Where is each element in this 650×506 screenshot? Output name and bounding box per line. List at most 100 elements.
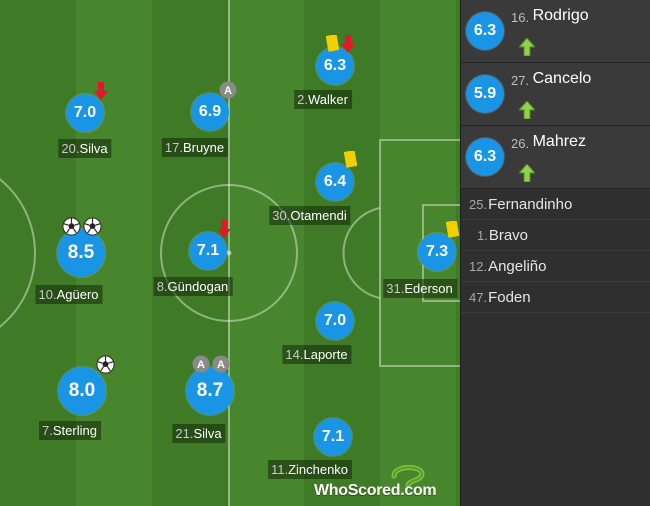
player-name: Silva <box>193 426 222 441</box>
player-rating-badge[interactable]: 8.7 <box>186 367 234 415</box>
player-label: 17.Bruyne <box>161 138 229 157</box>
center-spot <box>226 250 232 256</box>
player-label: 21.Silva <box>172 424 226 443</box>
player-number: 7. <box>42 423 53 438</box>
substitutes-list: 6.3 16.Rodrigo 5.9 27.Cancelo 6.3 26.Mahrez <box>461 0 650 189</box>
red-arrow-down-icon <box>217 220 231 243</box>
substitute-row[interactable]: 6.3 26.Mahrez <box>461 126 650 189</box>
substitute-number: 26. <box>511 136 530 151</box>
substitute-name: Cancelo <box>532 70 592 87</box>
player-label: 20.Silva <box>58 139 112 158</box>
player-label: 10.Agüero <box>35 285 103 304</box>
assist-icon: A <box>212 355 230 378</box>
player-rating-badge[interactable]: 8.0 <box>58 367 106 415</box>
player-label: 30.Otamendi <box>269 206 351 225</box>
substitute-rating-badge[interactable]: 5.9 <box>466 75 504 113</box>
player-label: 7.Sterling <box>39 421 101 440</box>
yellow-card-icon <box>325 34 339 57</box>
left-arc <box>0 178 36 328</box>
bench-row[interactable]: 1.Bravo <box>461 220 650 251</box>
substitute-name: Rodrigo <box>532 7 589 24</box>
player-name: Otamendi <box>290 208 347 223</box>
player-rating-badge[interactable]: 6.3 <box>316 47 354 85</box>
player-number: 21. <box>175 426 194 441</box>
player-name: Laporte <box>303 347 348 362</box>
player-rating-badge[interactable]: 7.3 <box>418 233 456 271</box>
player-rating-badge[interactable]: 6.4 <box>316 163 354 201</box>
bench-row[interactable]: 47.Foden <box>461 282 650 313</box>
bench-name: Angeliño <box>488 257 547 275</box>
player-label: 14.Laporte <box>282 345 352 364</box>
player-number: 8. <box>156 279 168 294</box>
bench-number: 12. <box>469 258 488 274</box>
player-name: Silva <box>79 141 108 156</box>
player-rating-badge[interactable]: 7.0 <box>66 94 104 132</box>
player-rating-badge[interactable]: 8.5 <box>57 229 105 277</box>
green-arrow-up-icon <box>517 100 537 124</box>
red-arrow-down-icon <box>94 82 108 105</box>
substitute-rating-badge[interactable]: 6.3 <box>466 12 504 50</box>
bench-number: 1. <box>477 227 488 243</box>
player-number: 30. <box>272 208 291 223</box>
logo-suffix: .com <box>400 482 437 499</box>
substitute-row[interactable]: 5.9 27.Cancelo <box>461 63 650 126</box>
player-number: 10. <box>38 287 57 302</box>
player-label: 31.Ederson <box>383 279 457 298</box>
player-name: Sterling <box>52 423 97 438</box>
penalty-box <box>379 139 460 367</box>
yellow-card-icon <box>343 150 358 173</box>
logo-text: WhoScored.com <box>314 482 437 500</box>
player-number: 17. <box>164 140 183 155</box>
player-name: Walker <box>307 92 348 107</box>
center-circle <box>160 184 298 322</box>
player-name: Gündogan <box>167 279 229 294</box>
bench-row[interactable]: 25.Fernandinho <box>461 189 650 220</box>
player-label: 11.Zinchenko <box>267 460 353 479</box>
penalty-arc <box>342 207 381 299</box>
svg-text:A: A <box>224 85 232 97</box>
assist-icon: A <box>192 355 210 378</box>
player-name: Bruyne <box>182 140 225 155</box>
red-arrow-down-icon <box>340 35 355 58</box>
player-rating-badge[interactable]: 6.9 <box>191 93 229 131</box>
player-label: 8.Gündogan <box>153 277 233 296</box>
yellow-card-icon <box>445 220 460 243</box>
player-rating-badge[interactable]: 7.0 <box>316 302 354 340</box>
goal-icon <box>83 217 102 241</box>
player-name: Agüero <box>56 287 99 302</box>
substitute-number: 16. <box>511 10 530 25</box>
substitute-name: Mahrez <box>532 133 586 150</box>
player-rating-badge[interactable]: 7.1 <box>189 232 227 270</box>
player-number: 2. <box>297 92 308 107</box>
bench-number: 25. <box>469 196 488 212</box>
player-name: Ederson <box>404 281 453 296</box>
substitute-rating-badge[interactable]: 6.3 <box>466 138 504 176</box>
player-number: 31. <box>386 281 405 296</box>
green-arrow-up-icon <box>517 163 537 187</box>
substitutes-panel: 6.3 16.Rodrigo 5.9 27.Cancelo 6.3 26.Mahrez 2… <box>460 0 650 506</box>
bench-name: Bravo <box>488 226 529 244</box>
bench-name: Fernandinho <box>488 195 573 213</box>
substitute-number: 27. <box>511 73 530 88</box>
player-label: 2.Walker <box>294 90 352 109</box>
player-number: 20. <box>61 141 80 156</box>
goal-icon <box>62 217 81 241</box>
svg-text:A: A <box>197 359 205 371</box>
bench-row[interactable]: 12.Angeliño <box>461 251 650 282</box>
player-number: 11. <box>270 462 289 477</box>
green-arrow-up-icon <box>517 37 537 61</box>
goal-icon <box>96 355 115 379</box>
whoscored-logo: WhoScored.com <box>314 462 454 502</box>
player-rating-badge[interactable]: 7.1 <box>314 418 352 456</box>
svg-text:A: A <box>217 359 225 371</box>
pitch-lines <box>0 0 460 506</box>
bench-name: Foden <box>488 288 531 306</box>
whoscored-mark-icon <box>391 465 425 488</box>
assist-icon: A <box>219 81 237 104</box>
bench-number: 47. <box>469 289 488 305</box>
substitute-row[interactable]: 6.3 16.Rodrigo <box>461 0 650 63</box>
player-name: Zinchenko <box>288 462 349 477</box>
player-number: 14. <box>285 347 304 362</box>
